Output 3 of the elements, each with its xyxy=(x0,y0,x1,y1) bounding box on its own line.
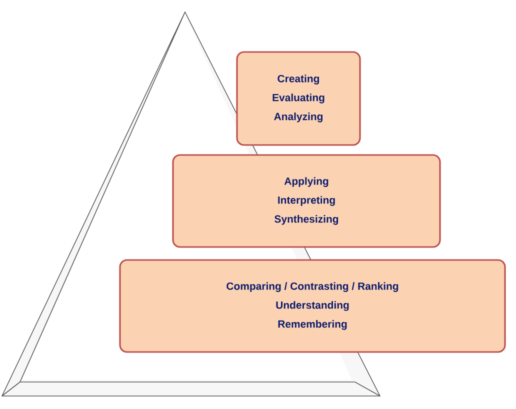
level-box: Applying Interpreting Synthesizing xyxy=(172,154,441,248)
level-box: Comparing / Contrasting / Ranking Understanding Remembering xyxy=(119,259,506,353)
level-box: Creating Evaluating Analyzing xyxy=(236,51,361,146)
